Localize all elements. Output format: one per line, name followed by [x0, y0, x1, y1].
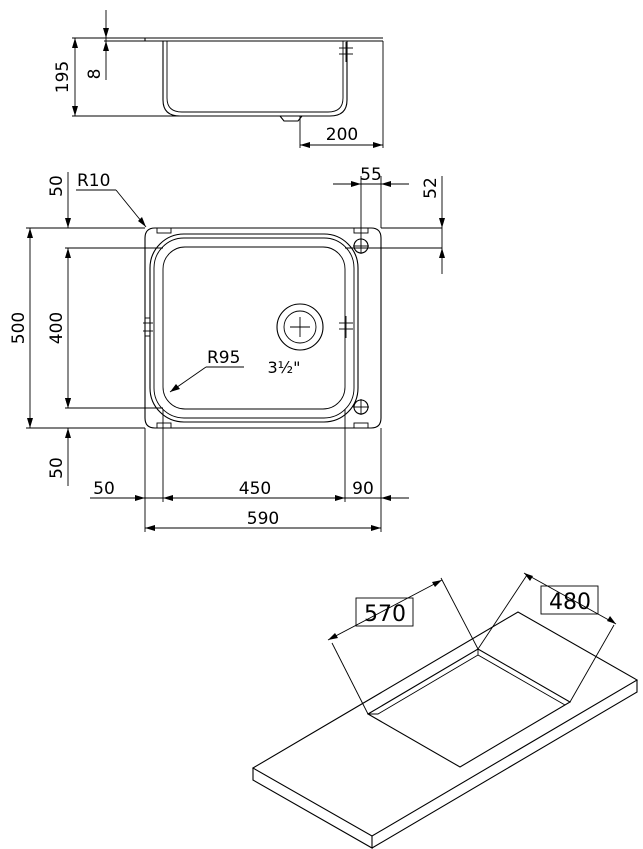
bowl-radius-label: R95	[207, 348, 240, 368]
tap-offset-x-label: 55	[360, 165, 382, 185]
side-outlet-label: 200	[326, 125, 358, 145]
top-margin-label: 50	[47, 175, 67, 197]
countertop-isometric: 570 480	[251, 572, 639, 849]
side-height-label: 195	[53, 61, 73, 93]
side-rim-label: 8	[85, 69, 105, 80]
tap-offset-y-label: 52	[421, 177, 441, 199]
cutout-width-box	[355, 597, 414, 627]
bowl-depth-label: 400	[47, 312, 67, 344]
cutout-depth-label: 480	[549, 590, 591, 615]
bowl-outline	[149, 233, 359, 423]
bottom-margin-label: 50	[47, 457, 67, 479]
overall-depth-label: 500	[9, 312, 29, 344]
plan-view: 3½" 500 50	[9, 165, 445, 532]
waste-size-label: 3½"	[267, 358, 300, 377]
corner-radius-label: R10	[77, 171, 110, 191]
overall-width-label: 590	[247, 509, 279, 529]
bowl-width-label: 450	[239, 479, 271, 499]
cutout-width-label: 570	[364, 602, 406, 627]
sink-outline	[144, 227, 382, 429]
cutout-depth-box	[540, 585, 599, 615]
waste-outlet	[276, 303, 324, 351]
side-view: 195 8 200	[53, 10, 384, 148]
right-margin-label: 90	[352, 479, 374, 499]
left-margin-label: 50	[93, 479, 115, 499]
